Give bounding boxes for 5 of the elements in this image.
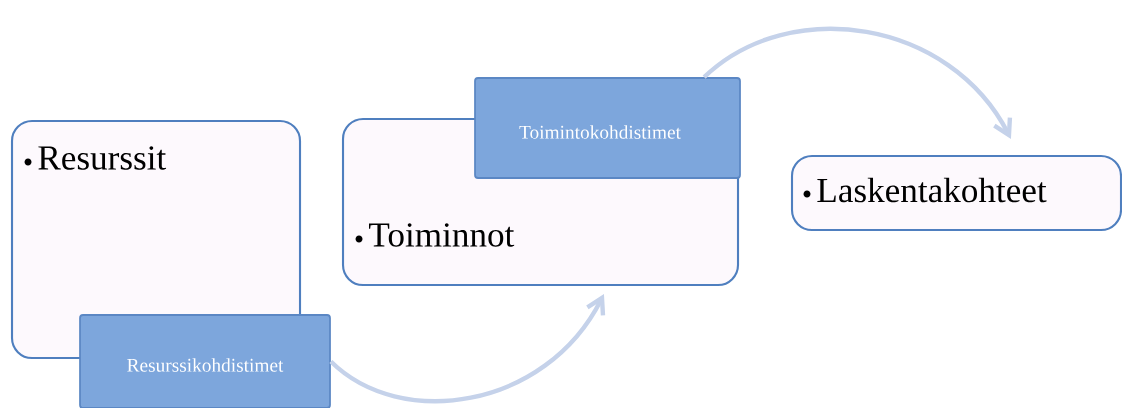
label-tab: Toimintokohdistimet: [474, 77, 741, 179]
curved-arrow: [702, 26, 1013, 139]
label-tab: Resurssikohdistimet: [79, 314, 331, 408]
curved-arrow: [329, 294, 606, 404]
content-box: Laskentakohteet: [790, 154, 1122, 232]
